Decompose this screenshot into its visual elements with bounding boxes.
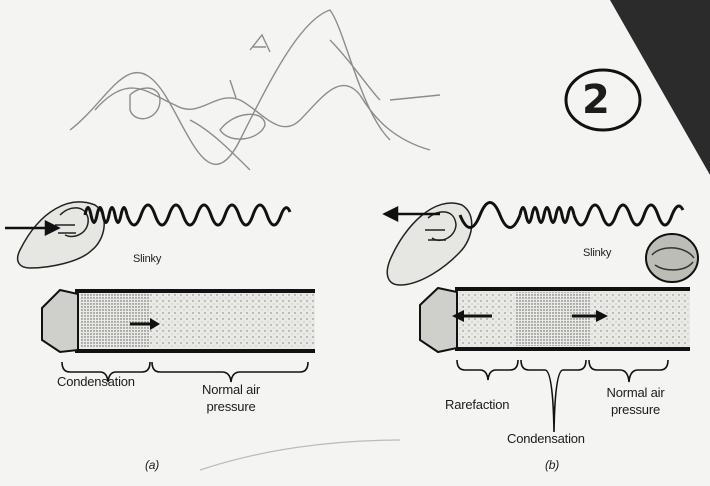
air-tube-a: [42, 290, 315, 352]
label-normal-air-a-line1: Normal air: [186, 382, 276, 397]
page-number: 2: [582, 77, 610, 123]
slinky-label-b: Slinky: [583, 247, 611, 259]
label-normal-air-a-line2: pressure: [186, 399, 276, 414]
label-normal-air-b-line1: Normal air: [593, 385, 678, 400]
slinky-b: [460, 203, 683, 228]
paper-corner-shadow: [610, 0, 710, 175]
pencil-sketch: [70, 10, 440, 170]
panel-a: [5, 202, 315, 382]
caption-b: (b): [545, 458, 559, 472]
slinky-end-ball-icon: [646, 234, 698, 282]
pencil-stroke-bottom: [200, 440, 400, 470]
slinky-label-a: Slinky: [133, 253, 161, 265]
label-rarefaction-b: Rarefaction: [445, 397, 509, 412]
slinky-a: [85, 205, 290, 225]
label-normal-air-b-line2: pressure: [593, 402, 678, 417]
air-tube-b: [420, 288, 690, 352]
label-condensation-a: Condensation: [57, 374, 135, 389]
hand-b-icon: [387, 203, 471, 285]
label-condensation-b: Condensation: [507, 431, 585, 446]
caption-a: (a): [145, 458, 159, 472]
